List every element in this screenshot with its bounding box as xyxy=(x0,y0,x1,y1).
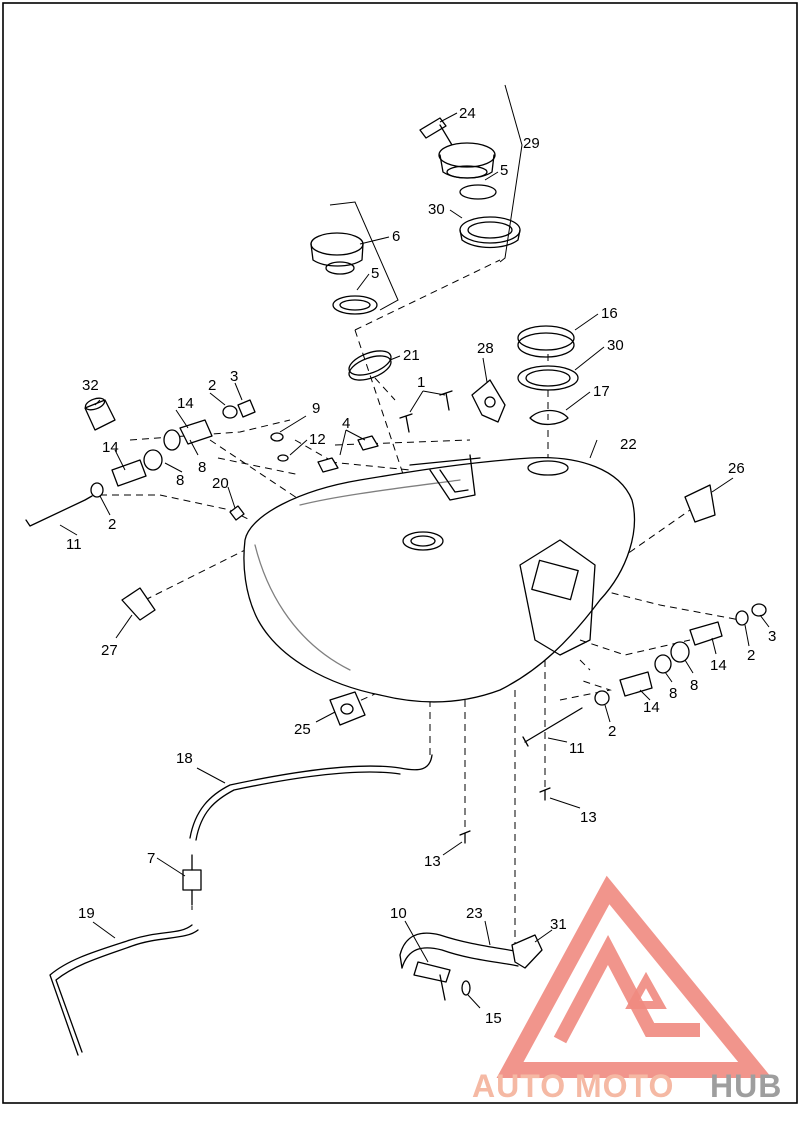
callout-6: 6 xyxy=(392,228,400,245)
bracket-28 xyxy=(471,379,506,423)
callout-9: 9 xyxy=(312,400,320,417)
logo-inner-mark xyxy=(553,935,700,1044)
callout-30: 30 xyxy=(428,201,445,218)
callout-22: 22 xyxy=(620,436,637,453)
callout-20: 20 xyxy=(212,475,229,492)
right-mount-hardware xyxy=(522,603,767,747)
callout-8: 8 xyxy=(176,472,184,489)
callout-8: 8 xyxy=(690,677,698,694)
callout-16: 16 xyxy=(601,305,618,322)
callout-1: 1 xyxy=(417,374,425,391)
callout-14: 14 xyxy=(102,439,119,456)
callout-14: 14 xyxy=(177,395,194,412)
fuel-line-18 xyxy=(189,754,433,841)
watermark-word-auto: AUTO xyxy=(472,1068,566,1104)
callout-2: 2 xyxy=(208,377,216,394)
bracket-26 xyxy=(684,484,716,523)
callout-3: 3 xyxy=(230,368,238,385)
callout-11: 11 xyxy=(569,740,585,757)
small-hardware xyxy=(229,432,289,521)
callout-19: 19 xyxy=(78,905,95,922)
watermark-word-hub: HUB xyxy=(710,1068,782,1104)
callout-5: 5 xyxy=(500,162,508,179)
bushing-32 xyxy=(84,397,116,431)
fitting-10 xyxy=(413,961,471,1001)
diagram-border xyxy=(2,2,798,1104)
fuel-tank xyxy=(243,454,636,703)
callout-27: 27 xyxy=(101,642,118,659)
fuel-line-19 xyxy=(49,924,199,1056)
callout-4: 4 xyxy=(342,415,350,432)
crossover-hose-23 xyxy=(399,932,521,969)
callout-3: 3 xyxy=(768,628,776,645)
callout-17: 17 xyxy=(593,383,610,400)
locking-fuel-cap xyxy=(438,142,521,249)
callout-8: 8 xyxy=(198,459,206,476)
fuel-fitting-7 xyxy=(182,854,202,906)
studs-13 xyxy=(459,787,551,844)
callout-28: 28 xyxy=(477,340,494,357)
callout-24: 24 xyxy=(459,105,476,122)
callout-12: 12 xyxy=(309,431,326,448)
grommet-25 xyxy=(329,691,366,726)
filler-neck-parts xyxy=(517,325,579,426)
callout-7: 7 xyxy=(147,850,155,867)
callout-2: 2 xyxy=(747,647,755,664)
watermark-word-moto: MOTO xyxy=(575,1068,674,1104)
callout-10: 10 xyxy=(390,905,407,922)
elbow-31 xyxy=(511,934,543,969)
callout-15: 15 xyxy=(485,1010,502,1027)
vented-fuel-cap xyxy=(310,232,378,315)
callout-32: 32 xyxy=(82,377,99,394)
callout-25: 25 xyxy=(294,721,311,738)
screws-1 xyxy=(399,390,453,433)
callout-29: 29 xyxy=(523,135,540,152)
logo-inner-mark-2 xyxy=(625,971,667,1009)
callout-2: 2 xyxy=(608,723,616,740)
callout-13: 13 xyxy=(424,853,441,870)
watermark-logo: AUTO MOTO HUB xyxy=(472,875,782,1104)
clips-4 xyxy=(317,435,379,473)
callout-14: 14 xyxy=(710,657,727,674)
callout-23: 23 xyxy=(466,905,483,922)
callout-30: 30 xyxy=(607,337,624,354)
callout-5: 5 xyxy=(371,265,379,282)
leader-lines xyxy=(59,84,770,1009)
callout-21: 21 xyxy=(403,347,420,364)
callout-2: 2 xyxy=(108,516,116,533)
callout-8: 8 xyxy=(669,685,677,702)
ring-clamp xyxy=(348,350,392,381)
callout-31: 31 xyxy=(550,916,567,933)
callout-26: 26 xyxy=(728,460,745,477)
logo-triangle xyxy=(496,875,772,1078)
callout-14: 14 xyxy=(643,699,660,716)
left-mount-hardware xyxy=(25,399,256,527)
callout-13: 13 xyxy=(580,809,597,826)
bracket-27 xyxy=(121,587,156,621)
callout-11: 11 xyxy=(66,536,82,553)
callout-18: 18 xyxy=(176,750,193,767)
callout-labels: 24 29 5 30 6 5 21 16 30 17 28 1 22 4 9 1… xyxy=(66,105,776,1027)
